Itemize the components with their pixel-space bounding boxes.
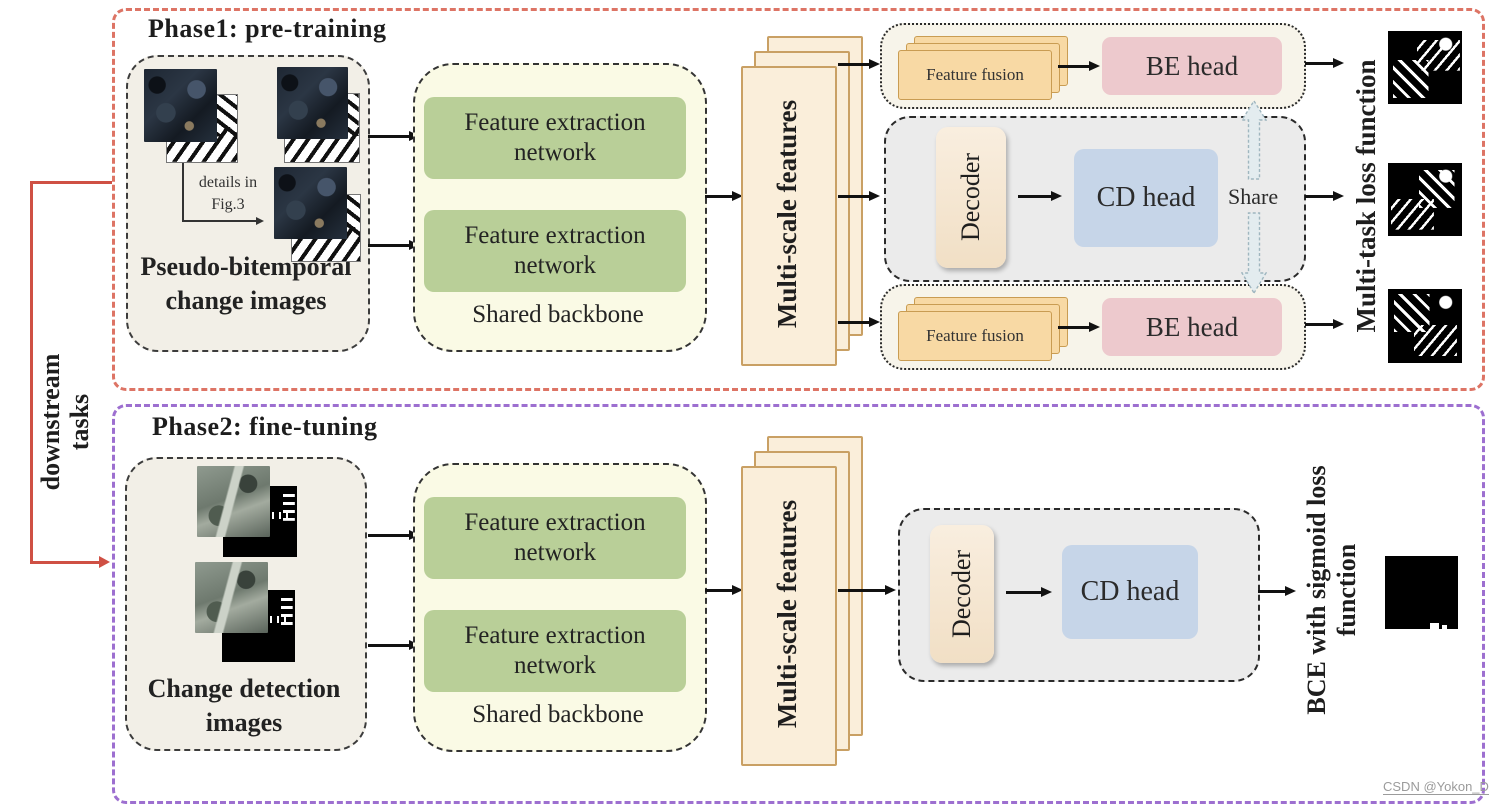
arrow	[838, 589, 885, 592]
downstream-bracket-vertical	[30, 181, 33, 563]
arrow	[1258, 590, 1285, 593]
bce-loss-label-line2: function	[1332, 543, 1361, 637]
arrow	[838, 195, 869, 198]
feature-extraction-network-3: Feature extraction network	[424, 497, 686, 579]
bce-loss-label: BCE with sigmoid loss function	[1301, 425, 1363, 755]
downstream-bracket-bottom	[30, 561, 100, 564]
details-note-line1: details in	[198, 174, 258, 191]
decoder-box-phase2	[930, 525, 994, 663]
arrow	[838, 321, 869, 324]
output-mask-thumbnail	[1388, 163, 1462, 236]
share-label: Share	[1228, 184, 1279, 209]
details-note-line2: Fig.3	[211, 196, 245, 213]
arrow	[705, 195, 732, 198]
satellite-image-thumbnail	[144, 69, 217, 142]
downstream-tasks-line1: downstream	[36, 353, 66, 491]
decoder-box-phase1	[936, 127, 1006, 268]
arrow	[368, 534, 409, 537]
bce-loss-label-line1: BCE with sigmoid loss	[1302, 465, 1332, 715]
change-detection-label-line1: Change detection	[147, 674, 341, 703]
multitask-loss-label: Multi-task loss function	[1350, 59, 1381, 333]
downstream-tasks-line2: tasks	[65, 393, 94, 451]
satellite-image-thumbnail	[277, 67, 348, 139]
feature-extraction-network-1: Feature extraction network	[424, 97, 686, 179]
shared-backbone-label-phase2: Shared backbone	[472, 701, 644, 728]
cd-head-phase1: CD head	[1074, 149, 1218, 247]
arrow	[705, 589, 732, 592]
downstream-tasks-label: downstream tasks	[36, 282, 96, 562]
be-head-bottom: BE head	[1102, 298, 1282, 356]
cd-head-phase2: CD head	[1062, 545, 1198, 639]
feature-extraction-network-4: Feature extraction network	[424, 610, 686, 692]
feature-map-panel	[741, 466, 837, 766]
multiscale-features-label-phase1: Multi-scale features	[771, 99, 802, 329]
arrow	[1006, 591, 1041, 594]
phase2-title: Phase2: fine-tuning	[152, 412, 378, 441]
satellite-image-thumbnail	[195, 562, 268, 633]
feature-extraction-network-2: Feature extraction network	[424, 210, 686, 292]
downstream-arrowhead	[99, 556, 110, 568]
multiscale-features-label-phase2: Multi-scale features	[771, 499, 802, 729]
be-head-top: BE head	[1102, 37, 1282, 95]
arrow	[1058, 65, 1089, 68]
note-connector-line	[182, 162, 184, 222]
note-arrowhead	[256, 216, 264, 225]
downstream-bracket-top	[30, 181, 112, 184]
change-detection-label-line2: images	[205, 708, 283, 737]
phase1-title: Phase1: pre-training	[148, 14, 387, 43]
note-connector-line	[182, 220, 256, 222]
phase2-container	[112, 404, 1485, 804]
pseudo-bitemporal-label-line2: change images	[165, 286, 327, 315]
output-mask-thumbnail	[1388, 31, 1462, 104]
arrow	[1305, 62, 1333, 65]
arrow	[1018, 195, 1051, 198]
share-arrow-down-icon	[1241, 212, 1267, 294]
arrow	[368, 644, 409, 647]
feature-fusion-box-top: Feature fusion	[898, 50, 1052, 100]
arrow	[368, 244, 409, 247]
arrow	[368, 135, 409, 138]
output-mask-thumbnail	[1385, 556, 1458, 629]
phase1-container	[112, 8, 1485, 391]
shared-backbone-label-phase1: Shared backbone	[472, 301, 644, 328]
feature-map-panel	[741, 66, 837, 366]
watermark: CSDN @Yokon_D	[1383, 779, 1489, 795]
feature-fusion-box-bottom: Feature fusion	[898, 311, 1052, 361]
arrow	[1305, 195, 1333, 198]
satellite-image-thumbnail	[197, 466, 270, 537]
output-mask-thumbnail	[1388, 289, 1462, 363]
arrow	[838, 63, 869, 66]
arrow	[1305, 323, 1333, 326]
decoder-label-phase1: Decoder	[956, 152, 985, 242]
share-arrow-up-icon	[1241, 100, 1267, 180]
decoder-label-phase2: Decoder	[947, 549, 976, 639]
satellite-image-thumbnail	[274, 167, 347, 239]
arrow	[1058, 326, 1089, 329]
